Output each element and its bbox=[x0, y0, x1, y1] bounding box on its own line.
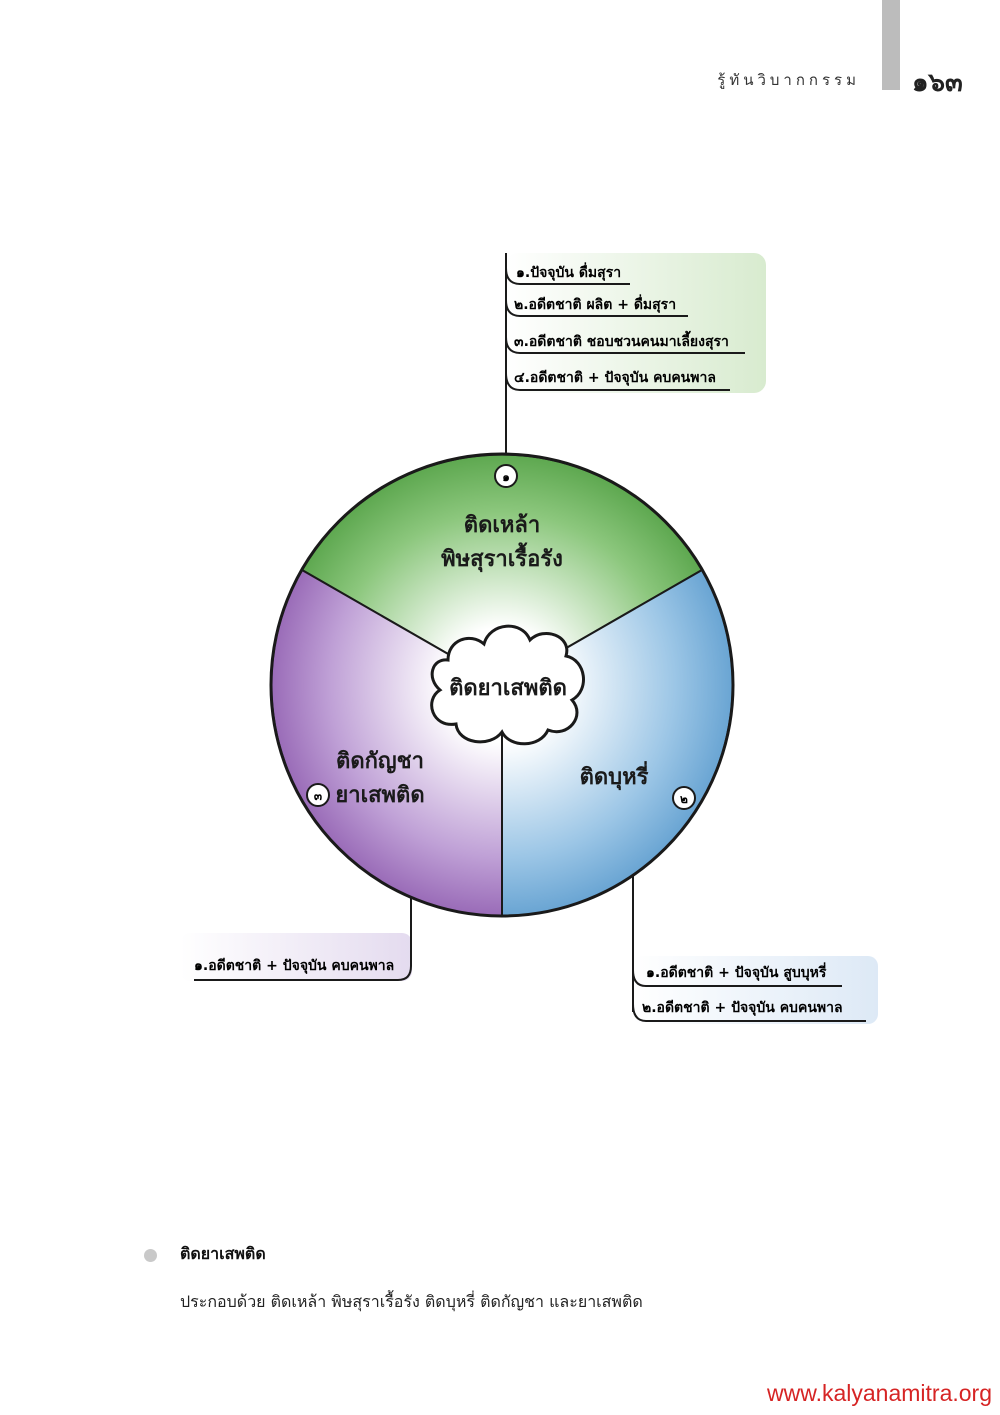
branch-1-cause-2: ๒.อดีตชาติ ผลิต + ดื่มสุรา bbox=[514, 294, 676, 313]
segment-2-number: ๒ bbox=[680, 792, 688, 806]
branch-3-cause-1: ๑.อดีตชาติ + ปัจจุบัน คบคนพาล bbox=[194, 958, 394, 974]
segment-3-title-line-1: ติดกัญชา bbox=[336, 749, 424, 774]
wheel-outline bbox=[269, 452, 735, 918]
segment-3-number: ๓ bbox=[314, 789, 322, 803]
center-label: ติดยาเสพติด bbox=[449, 676, 567, 701]
branch-1-box bbox=[506, 253, 766, 393]
segment-1-title-line-2: พิษสุราเรื้อรัง bbox=[441, 542, 563, 573]
branch-1-cause-4: ๔.อดีตชาติ + ปัจจุบัน คบคนพาล bbox=[514, 370, 716, 386]
branch-1-cause-1: ๑.ปัจจุบัน ดื่มสุรา bbox=[516, 262, 621, 281]
section-body: ประกอบด้วย ติดเหล้า พิษสุราเรื้อรัง ติดบ… bbox=[180, 1292, 643, 1311]
branch-3-causes: ๑.อดีตชาติ + ปัจจุบัน คบคนพาล bbox=[180, 896, 412, 981]
branch-1-underline-1 bbox=[505, 267, 630, 285]
branch-1-underline-4 bbox=[505, 372, 730, 391]
branch-1-underline-2 bbox=[505, 299, 688, 317]
branch-1-cause-3: ๓.อดีตชาติ ชอบชวนคนมาเลี้ยงสุรา bbox=[514, 330, 729, 350]
running-title: รู้ทันวิบากกรรม bbox=[717, 71, 860, 89]
segment-2-title-line-1: ติดบุหรี่ bbox=[580, 760, 649, 791]
center-cloud-shape bbox=[430, 624, 585, 746]
branch-3-underline-1 bbox=[194, 965, 412, 981]
branch-2-cause-1: ๑.อดีตชาติ + ปัจจุบัน สูบบุหรี่ bbox=[646, 962, 827, 981]
segment-3-number-badge: ๓ bbox=[306, 783, 330, 807]
footer-url: www.kalyanamitra.org bbox=[767, 1380, 992, 1406]
segment-1-number-badge: ๑ bbox=[494, 464, 518, 488]
segment-1-number: ๑ bbox=[502, 470, 510, 484]
segment-1-title-line-1: ติดเหล้า bbox=[464, 513, 540, 538]
branch-1-underline-3 bbox=[505, 336, 745, 354]
header-bar bbox=[882, 0, 900, 90]
branch-2-box bbox=[632, 956, 878, 1024]
branch-3-box bbox=[180, 933, 412, 981]
segment-3-title-line-2: ยาเสพติด bbox=[335, 783, 424, 808]
branch-2-underline-1 bbox=[632, 969, 842, 987]
section-bullet-icon bbox=[144, 1249, 157, 1262]
mind-map-diagram: ๑.ปัจจุบัน ดื่มสุรา ๒.อดีตชาติ ผลิต + ดื… bbox=[180, 253, 878, 1024]
branch-2-causes: ๑.อดีตชาติ + ปัจจุบัน สูบบุหรี่ ๒.อดีตชา… bbox=[632, 872, 878, 1024]
branch-1-causes: ๑.ปัจจุบัน ดื่มสุรา ๒.อดีตชาติ ผลิต + ดื… bbox=[505, 253, 766, 462]
segment-2-number-badge: ๒ bbox=[672, 786, 696, 810]
section-title: ติดยาเสพติด bbox=[180, 1244, 266, 1263]
page-number: ๑๖๓ bbox=[912, 68, 963, 98]
branch-2-underline-2 bbox=[632, 1003, 866, 1022]
center-cloud: ติดยาเสพติด bbox=[430, 624, 585, 746]
branch-2-cause-2: ๒.อดีตชาติ + ปัจจุบัน คบคนพาล bbox=[642, 1000, 843, 1016]
